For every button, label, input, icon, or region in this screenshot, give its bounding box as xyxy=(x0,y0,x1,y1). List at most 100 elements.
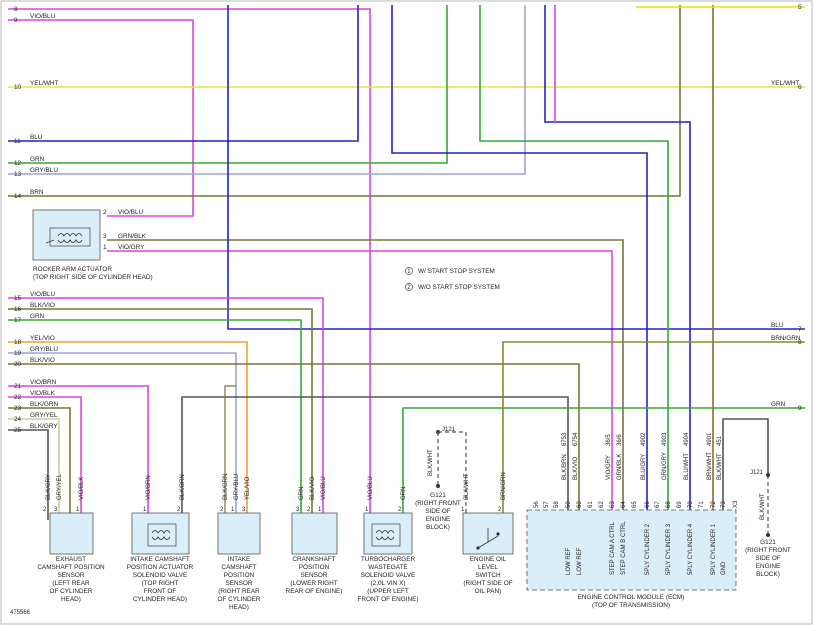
component-label: HEAD) xyxy=(61,596,81,603)
wire-grn-gry xyxy=(479,5,669,510)
left-pin-number: 14 xyxy=(14,193,22,200)
component-oil-level-switch xyxy=(462,512,514,555)
ecm-pin-number: 71 xyxy=(699,501,705,508)
component-wire-label: VIO/BLU xyxy=(321,476,327,500)
component-exhaust-cam-sensor xyxy=(49,512,94,555)
component-label: SOLENOID VALVE xyxy=(361,572,415,579)
left-wire-label: GRN xyxy=(30,156,45,163)
left-wire-label: BLK/GRN xyxy=(30,401,58,408)
left-pin-number: 17 xyxy=(14,317,22,324)
wire-vio-gry xyxy=(107,250,613,510)
ecm-circuit-wire: BLU/GRY xyxy=(641,454,647,480)
left-wire-label: BRN xyxy=(30,189,44,196)
wire-blu-gry xyxy=(391,5,648,510)
wire-grn-17 xyxy=(8,319,302,520)
ecm-circuit-wire: GRN/BLK xyxy=(617,454,623,480)
ecm-function: 5PLY CYLINDER 1 xyxy=(711,523,717,575)
component-label: OF CYLINDER xyxy=(218,596,261,603)
left-wire-label: VIO/BLK xyxy=(30,390,56,397)
left-pin-number: 20 xyxy=(14,361,22,368)
ground-location: BLOCK) xyxy=(426,524,450,531)
left-pin-number: 19 xyxy=(14,350,22,357)
component-pin-number: 2 xyxy=(220,507,224,513)
ecm-circuit-wire: BLK/WHT xyxy=(717,453,723,480)
ground-splice-label: J121 xyxy=(750,470,764,476)
component-pin-number: 3 xyxy=(296,507,300,513)
ecm-pin-number: 57 xyxy=(544,501,550,508)
rocker-wire: VIO/GRY xyxy=(118,244,145,251)
component-label: OF CYLINDER xyxy=(50,588,93,595)
wire-vio-blk xyxy=(8,396,82,520)
left-wire-label: YEL/VIO xyxy=(30,335,55,342)
component-label: CAMSHAFT xyxy=(221,564,256,571)
component-label: SWITCH xyxy=(475,572,501,579)
component-wire-label: VIO/BLK xyxy=(79,477,85,500)
component-label: SOLENOID VALVE xyxy=(133,572,187,579)
wire-vio-brn xyxy=(8,385,149,520)
component-label: (LOWER RIGHT xyxy=(290,580,337,587)
ecm-pin-number: 69 xyxy=(677,501,683,508)
ecm-title: ENGINE CONTROL MODULE (ECM) xyxy=(578,594,685,601)
ground-location: BLOCK) xyxy=(756,571,780,578)
left-pin-number: 9 xyxy=(14,17,18,24)
component-pin-number: 1 xyxy=(365,507,369,513)
right-pin-number: 9 xyxy=(798,405,802,412)
left-wire-label: GRY/YEL xyxy=(30,412,58,419)
left-pin-number: 13 xyxy=(14,171,22,178)
component-pin-number: 2 xyxy=(498,507,502,513)
left-pin-number: 12 xyxy=(14,160,22,167)
wire-grn-12 xyxy=(8,5,448,164)
wire-ecm-gnd xyxy=(722,418,769,510)
component-label: (RIGHT REAR xyxy=(218,588,260,595)
ecm-function: 5PLY CYLINDER 2 xyxy=(645,523,651,575)
component-label: (TOP RIGHT xyxy=(142,580,179,587)
wire-blk-brn xyxy=(181,396,569,520)
left-pin-number: 16 xyxy=(14,306,22,313)
ecm-module xyxy=(526,509,737,591)
ecm-pin-number: 65 xyxy=(632,501,638,508)
component-wire-label: GRY/BLU xyxy=(234,474,240,500)
left-pin-number: 11 xyxy=(14,138,21,145)
wire-blk-grn-2 xyxy=(224,385,236,520)
component-label: REAR OF ENGINE) xyxy=(286,588,343,595)
wire-grn-blk xyxy=(107,239,624,510)
left-pin-number: 18 xyxy=(14,339,22,346)
rocker-title: ROCKER ARM ACTUATOR xyxy=(33,266,112,273)
left-wire-label: BLK/VIO xyxy=(30,302,55,309)
left-wire-label: GRY/BLU xyxy=(30,167,58,174)
left-pin-number: 8 xyxy=(14,6,18,13)
ground-location: SIDE OF xyxy=(755,555,781,562)
component-pin-number: 1 xyxy=(231,507,235,513)
wire-brn-grn xyxy=(502,341,805,520)
label-layer: 89VIO/BLU10YEL/WHT11BLU12GRN13GRY/BLU14B… xyxy=(10,4,802,616)
ground-location: SIDE OF xyxy=(425,508,451,515)
wire-blk-vio-20 xyxy=(8,363,580,510)
left-pin-number: 10 xyxy=(14,84,22,91)
ecm-function: LOW REF xyxy=(566,547,572,575)
component-wastegate-solenoid xyxy=(363,512,413,555)
component-label: FRONT OF xyxy=(144,588,177,595)
left-pin-number: 15 xyxy=(14,295,22,302)
component-label: ENGINE OIL xyxy=(470,556,507,563)
ecm-pin-number: 60 xyxy=(577,501,583,508)
ecm-pin-number: 73 xyxy=(721,501,727,508)
component-label: TURBOCHARGER xyxy=(361,556,416,563)
component-label: LEVEL xyxy=(478,564,498,571)
component-label: CRANKSHAFT xyxy=(292,556,335,563)
component-label: SENSOR xyxy=(301,572,328,579)
component-wire-label: GRN xyxy=(299,487,305,500)
ecm-circuit-wire: BLK/BRN xyxy=(562,454,568,480)
component-wire-label: BRN/GRN xyxy=(501,472,507,500)
left-wire-label: VIO/BLU xyxy=(30,291,56,298)
ecm-function: GND xyxy=(721,561,727,575)
component-label: (LEFT REAR xyxy=(52,580,90,587)
wire-blk-vio-16 xyxy=(8,308,313,520)
ground-location: (RIGHT FRONT xyxy=(415,500,461,507)
component-wire-label: GRN xyxy=(401,487,407,500)
rocker-pin: 2 xyxy=(103,209,107,216)
wire-blu-11 xyxy=(8,5,359,142)
ecm-function: STEP CAM A CTRL xyxy=(610,521,616,575)
left-pin-number: 25 xyxy=(14,427,22,434)
rocker-subtitle: (TOP RIGHT SIDE OF CYLINDER HEAD) xyxy=(33,274,153,281)
